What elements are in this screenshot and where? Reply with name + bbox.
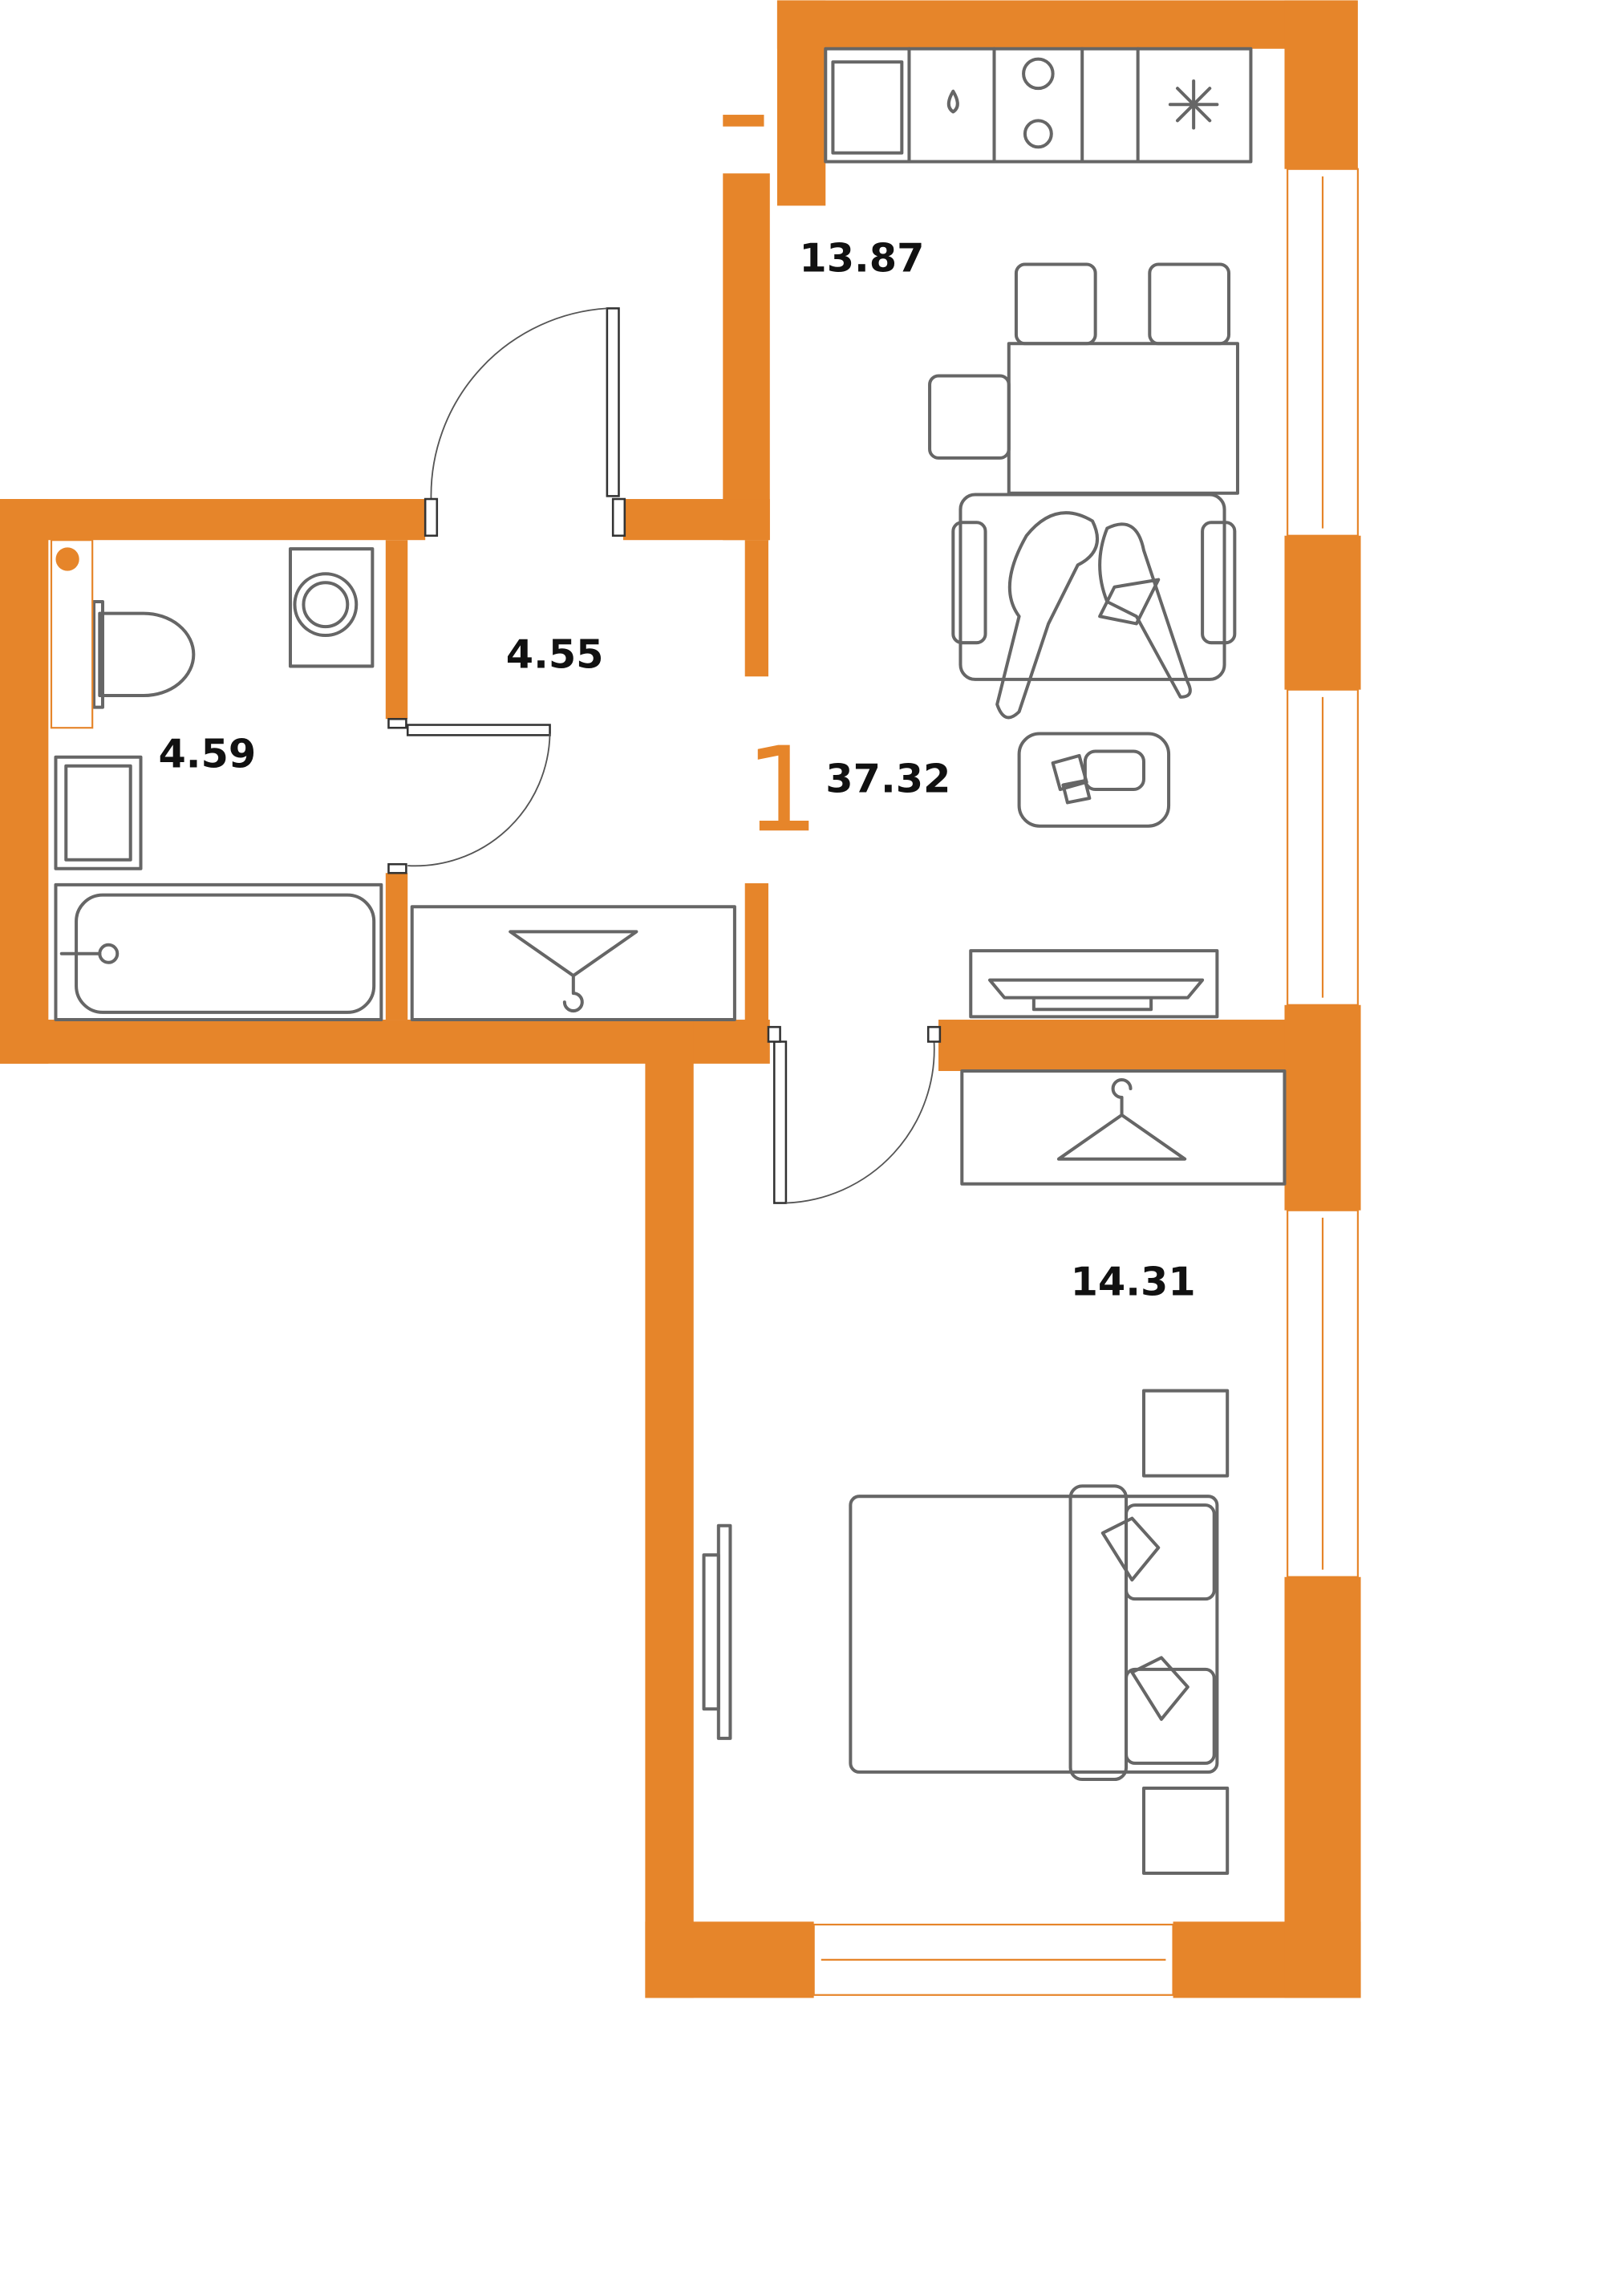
room-area-hallway: 4.55: [506, 631, 604, 677]
coffee-table: [1017, 732, 1171, 828]
bed: [702, 1389, 1230, 1876]
kitchen-unit: [824, 47, 1253, 164]
windows: [813, 168, 1359, 1996]
room-area-bathroom: 4.59: [158, 731, 256, 777]
furniture: [50, 47, 1287, 1876]
dining-table: [928, 262, 1239, 495]
room-area-kitchen: 13.87: [799, 235, 924, 282]
walls: [0, 0, 1361, 1998]
rooms-count: 1: [745, 722, 820, 858]
wardrobe-bedroom: [960, 1069, 1287, 1186]
snowflake-icon: [1168, 79, 1219, 130]
bathroom-fixtures: [50, 539, 383, 1022]
sofa: [951, 493, 1237, 720]
tv-stand: [969, 949, 1219, 1019]
doors: [387, 307, 942, 1204]
total-area: 37.32: [825, 756, 950, 802]
room-area-bedroom: 14.31: [1071, 1259, 1196, 1305]
labels: 13.87 4.55 4.59 1 37.32 14.31: [158, 235, 1195, 1305]
wardrobe-hall: [410, 905, 736, 1022]
